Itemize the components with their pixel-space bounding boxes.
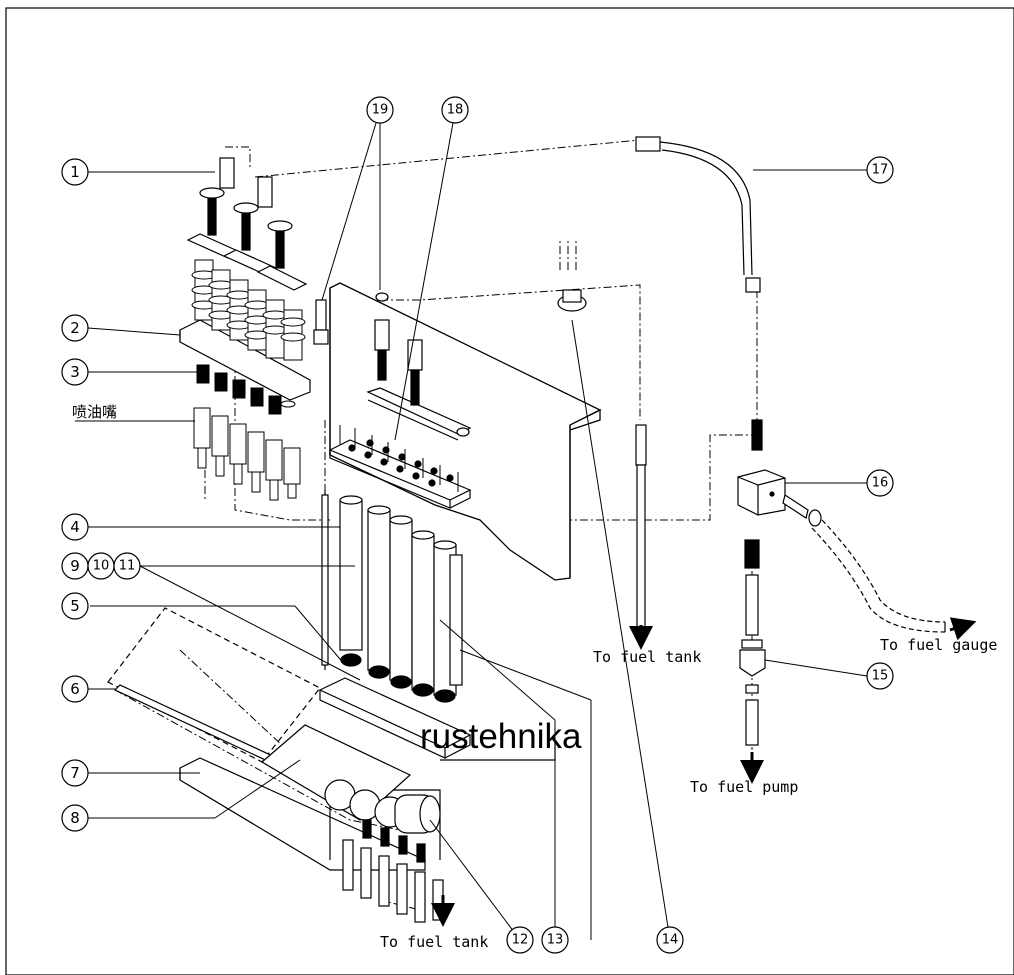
callout-label-18: 18 xyxy=(447,103,464,118)
to-fuel-gauge-label: To fuel gauge xyxy=(880,636,997,654)
callout-label-17: 17 xyxy=(872,163,889,178)
callout-label-11: 11 xyxy=(119,559,136,574)
callout-label-9: 9 xyxy=(70,557,80,575)
callout-label-19: 19 xyxy=(372,103,389,118)
callout-label-16: 16 xyxy=(872,476,889,491)
callout-18 xyxy=(441,96,469,124)
leader-lines xyxy=(75,109,868,941)
callout-label-12: 12 xyxy=(512,933,529,948)
fuel-hose xyxy=(635,136,761,293)
filter-block xyxy=(737,419,946,746)
center-lines xyxy=(114,139,758,911)
callout-3 xyxy=(61,358,89,386)
callout-11 xyxy=(113,552,141,580)
callout-2 xyxy=(61,314,89,342)
callout-label-3: 3 xyxy=(70,363,80,381)
top-plate xyxy=(328,425,472,509)
rail-assembly xyxy=(313,292,472,441)
callout-12 xyxy=(506,926,534,954)
flow-arrows xyxy=(431,617,977,927)
callout-label-5: 5 xyxy=(70,597,80,615)
callout-5 xyxy=(61,592,89,620)
callout-16 xyxy=(866,469,894,497)
callout-label-6: 6 xyxy=(70,680,80,698)
callout-8 xyxy=(61,804,89,832)
callout-label-10: 10 xyxy=(93,559,110,574)
to-fuel-pump-label: To fuel pump xyxy=(690,778,798,796)
gauge-panel xyxy=(107,607,441,871)
callout-label-7: 7 xyxy=(70,764,80,782)
injector-assembly xyxy=(179,157,311,401)
callout-13 xyxy=(541,926,569,954)
callout-labels: 1 2 3 4 5 6 7 8 9 10 11 12 13 14 15 16 1… xyxy=(70,103,888,948)
callout-circles xyxy=(61,96,894,954)
callout-label-15: 15 xyxy=(872,669,889,684)
callout-7 xyxy=(61,759,89,787)
callout-1 xyxy=(61,158,89,186)
callout-label-8: 8 xyxy=(70,809,80,827)
callout-17 xyxy=(866,156,894,184)
callout-6 xyxy=(61,675,89,703)
callout-15 xyxy=(866,662,894,690)
callout-label-13: 13 xyxy=(547,933,564,948)
callout-19 xyxy=(366,96,394,124)
to-fuel-tank-right-label: To fuel tank xyxy=(593,648,701,666)
measuring-cylinders xyxy=(321,490,463,703)
callout-label-2: 2 xyxy=(70,319,80,337)
watermark-text: rustehnika xyxy=(420,717,582,756)
callout-label-1: 1 xyxy=(70,163,80,181)
callout-14 xyxy=(656,926,684,954)
callout-label-4: 4 xyxy=(70,518,80,536)
drawing-frame xyxy=(5,7,1014,975)
drain-tubes xyxy=(342,819,444,923)
nozzle-label: 喷油嘴 xyxy=(72,403,117,421)
callout-label-14: 14 xyxy=(662,933,679,948)
callout-4 xyxy=(61,513,89,541)
to-fuel-tank-bottom-label: To fuel tank xyxy=(380,933,488,951)
fitting-14 xyxy=(557,289,647,636)
injector-holders xyxy=(191,259,306,501)
